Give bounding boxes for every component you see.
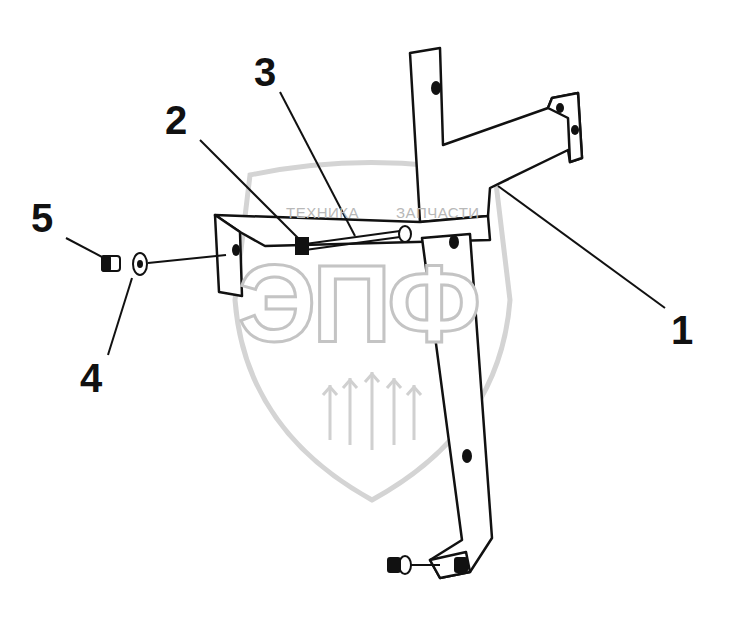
watermark-wheat [323,372,421,450]
watermark-text: ТЕХНИКА [286,205,359,220]
mounting-holes [232,81,579,463]
watermark-logo: ЭПФ [238,248,477,358]
bracket-upper-arm [410,48,582,222]
lower-fastener [388,556,467,574]
callout-number: 2 [165,100,187,140]
callout-number: 4 [80,358,102,398]
callout-number: 5 [31,198,53,238]
callout-number: 1 [671,310,693,350]
callout-number: 3 [254,52,276,92]
watermark-text: ЗАПЧАСТИ [396,205,480,220]
bracket-flange [548,93,582,162]
washer-and-nut [102,253,226,275]
